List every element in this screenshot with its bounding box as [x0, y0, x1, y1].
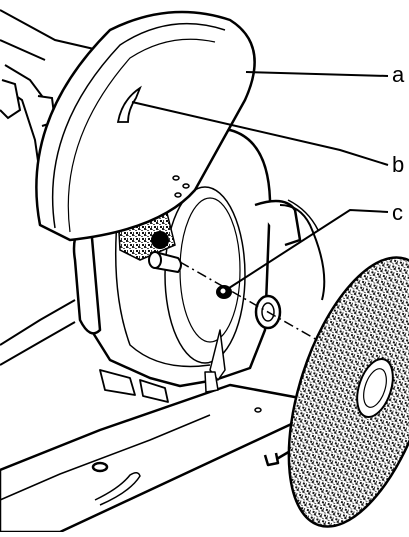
- spindle: [148, 231, 182, 274]
- leader-line-b: [131, 101, 389, 166]
- callout-label-c: c: [392, 200, 403, 225]
- rotation-arrow-mark: [116, 85, 142, 123]
- callout-label-b: b: [392, 152, 405, 177]
- leader-line-a: [245, 71, 389, 77]
- leader-line-c: [225, 208, 389, 291]
- cutting-wheel: [287, 256, 409, 528]
- wheel-guard: [35, 10, 256, 242]
- base-plate: [0, 383, 302, 534]
- callout-label-a: a: [392, 62, 405, 87]
